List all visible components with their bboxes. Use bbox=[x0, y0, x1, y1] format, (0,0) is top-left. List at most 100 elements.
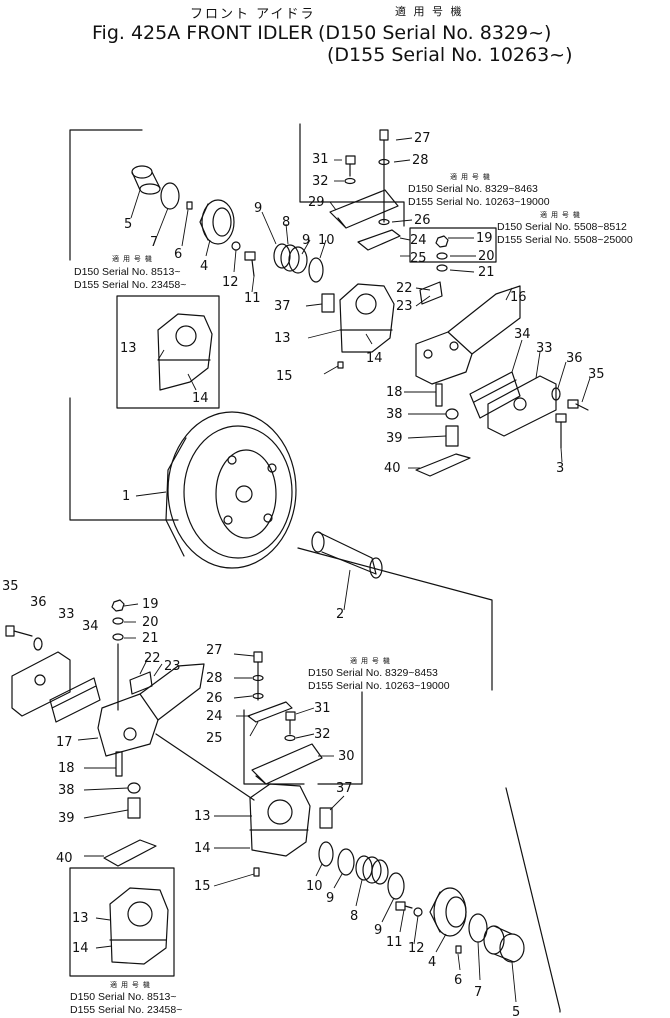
part-cover-4 bbox=[199, 199, 235, 245]
note-jp-label: 適 用 号 機 bbox=[112, 256, 153, 263]
upper-callout-36: 36 bbox=[566, 351, 583, 366]
part-nut-19 bbox=[435, 235, 449, 248]
part-bolt-35 bbox=[567, 399, 589, 411]
lower-callout-36: 36 bbox=[30, 595, 47, 610]
lower-callout-40: 40 bbox=[56, 851, 73, 866]
part-oring-9b-lower bbox=[387, 872, 405, 900]
upper-callout-39: 39 bbox=[386, 431, 403, 446]
lower-callout-17: 17 bbox=[56, 735, 73, 750]
note-jp-label: 適 用 号 機 bbox=[450, 174, 491, 181]
lower-callout-5: 5 bbox=[512, 1005, 520, 1018]
lower-callout-34: 34 bbox=[82, 619, 99, 634]
upper-callout-38: 38 bbox=[386, 407, 403, 422]
upper-callout-16: 16 bbox=[510, 290, 527, 305]
lower-callout-19: 19 bbox=[142, 597, 159, 612]
lower-callout-26: 26 bbox=[206, 691, 223, 706]
lower-callout-6: 6 bbox=[454, 973, 462, 988]
lower-callout-8: 8 bbox=[350, 909, 358, 924]
upper-callout-28: 28 bbox=[412, 153, 429, 168]
lower-callout-4: 4 bbox=[428, 955, 436, 970]
part-pin-18 bbox=[435, 383, 443, 407]
lower-callout-27: 27 bbox=[206, 643, 223, 658]
part-bushing-39 bbox=[445, 425, 459, 447]
part-bushing-39-lower bbox=[127, 797, 141, 819]
note-line: D150 Serial No. 8513~ bbox=[70, 991, 177, 1003]
figure-title: Fig. 425A FRONT IDLER bbox=[92, 22, 314, 44]
part-washer-26-lower bbox=[252, 692, 264, 700]
part-washer-12-lower bbox=[413, 907, 423, 917]
lower-callout-18: 18 bbox=[58, 761, 75, 776]
lower-callout-9: 9 bbox=[374, 923, 382, 938]
note-line: D150 Serial No. 8513~ bbox=[74, 266, 181, 278]
part-bolt-31 bbox=[345, 155, 356, 177]
part-yoke-17 bbox=[97, 663, 205, 757]
part-plate-40 bbox=[415, 453, 471, 477]
part-oring-10-lower bbox=[318, 841, 334, 867]
part-bolt-11 bbox=[244, 251, 256, 277]
part-shaft-2 bbox=[311, 531, 383, 579]
lower-callout-15: 15 bbox=[194, 879, 211, 894]
part-plate-30 bbox=[251, 743, 323, 785]
group-outline bbox=[243, 709, 305, 785]
part-bolt-11-lower bbox=[395, 901, 413, 911]
jp-title: フロント アイドラ bbox=[190, 7, 316, 22]
upper-callout-34: 34 bbox=[514, 327, 531, 342]
lower-callout-35: 35 bbox=[2, 579, 19, 594]
note-line: D150 Serial No. 5508~8512 bbox=[497, 221, 627, 233]
group-outline bbox=[155, 733, 255, 801]
lower-callout-11: 11 bbox=[386, 935, 403, 950]
upper-callout-19: 19 bbox=[476, 231, 493, 246]
upper-callout-7: 7 bbox=[150, 235, 158, 250]
part-plate-29 bbox=[329, 189, 399, 229]
group-outline bbox=[69, 129, 143, 261]
part-bolt-35-lower bbox=[5, 625, 33, 637]
lower-callout-25: 25 bbox=[206, 731, 223, 746]
serial-range-d150: (D150 Serial No. 8329~) bbox=[318, 22, 552, 44]
part-shim-pack-34 bbox=[469, 371, 521, 419]
part-washer-36 bbox=[551, 387, 561, 401]
upper-callout-11: 11 bbox=[244, 291, 261, 306]
upper-callout-21: 21 bbox=[478, 265, 495, 280]
upper-callout-23: 23 bbox=[396, 299, 413, 314]
part-collar-5-lower bbox=[483, 925, 525, 963]
part-collar-5 bbox=[131, 165, 161, 195]
upper-callout-25: 25 bbox=[410, 251, 427, 266]
note-line: D155 Serial No. 23458~ bbox=[70, 1004, 183, 1016]
part-bolt-27 bbox=[379, 129, 389, 223]
upper-callout-13: 13 bbox=[274, 331, 291, 346]
part-bolt-3 bbox=[555, 413, 567, 449]
part-pin-18-lower bbox=[115, 751, 123, 777]
part-pin-15 bbox=[337, 361, 344, 369]
lower-callout-14: 14 bbox=[194, 841, 211, 856]
part-block-37-lower bbox=[319, 807, 333, 829]
upper-callout-2: 2 bbox=[336, 607, 344, 622]
upper-callout-8: 8 bbox=[282, 215, 290, 230]
upper-callout-1: 1 bbox=[122, 489, 130, 504]
part-washer-28 bbox=[378, 158, 390, 166]
part-washer-32-lower bbox=[284, 734, 296, 742]
note-line: D155 Serial No. 10263~19000 bbox=[308, 680, 450, 692]
group-outline bbox=[297, 547, 493, 691]
part-washer-32 bbox=[344, 177, 356, 185]
inset-frame-lower-left bbox=[69, 867, 175, 977]
lower-callout-38: 38 bbox=[58, 783, 75, 798]
part-washer-21 bbox=[436, 264, 448, 272]
lower-callout-10: 10 bbox=[306, 879, 323, 894]
upper-callout-40: 40 bbox=[384, 461, 401, 476]
note-line: D155 Serial No. 5508~25000 bbox=[497, 234, 633, 246]
part-plug-6 bbox=[186, 201, 193, 210]
upper-callout-33: 33 bbox=[536, 341, 553, 356]
upper-callout-9: 9 bbox=[302, 233, 310, 248]
note-jp-label: 適 用 号 機 bbox=[350, 658, 391, 665]
note-jp-label: 適 用 号 機 bbox=[110, 982, 151, 989]
part-oring-9-lower bbox=[337, 848, 355, 876]
lower-callout-24: 24 bbox=[206, 709, 223, 724]
upper-callout-5: 5 bbox=[124, 217, 132, 232]
lower-callout-37: 37 bbox=[336, 781, 353, 796]
part-block-37 bbox=[321, 293, 335, 313]
part-spacer-38 bbox=[445, 408, 459, 420]
note-line: D150 Serial No. 8329~8453 bbox=[308, 667, 438, 679]
lower-callout-33: 33 bbox=[58, 607, 75, 622]
upper-callout-29: 29 bbox=[308, 195, 325, 210]
